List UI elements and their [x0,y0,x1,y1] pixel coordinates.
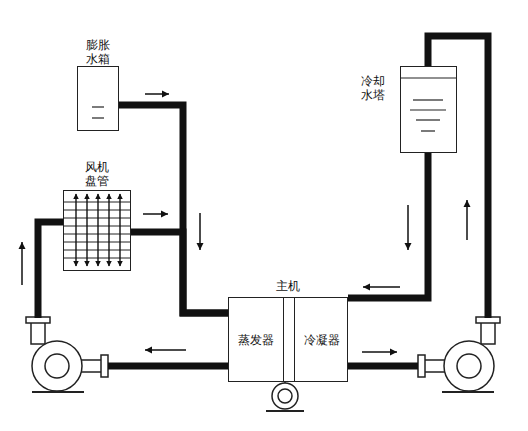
expansion-tank-outline [77,66,119,131]
water-pipe [348,153,428,298]
part-label: 主机 [228,279,348,293]
water-pipe [131,211,228,314]
pipe-line [119,105,228,313]
fan-coil: 风机 盘管 [63,160,131,271]
coil-air-arrows [76,194,120,266]
flow-arrow-head [363,284,370,291]
flow-arrow-head [390,349,397,356]
compressor-symbol [266,382,304,411]
water-pipe [19,222,229,366]
pipe-line [38,222,228,366]
part-label: 膨胀 水箱 [85,38,111,66]
part-label: 蒸发器 [238,333,274,347]
fan-coil-outline [63,190,131,271]
flow-arrow-head [405,243,412,250]
right-pump-symbol [418,317,500,392]
condenser: 冷凝器 [294,297,348,382]
water-pipe [348,36,488,366]
part-label: 冷却 水塔 [360,74,386,102]
tank-water-marks [92,107,104,118]
chiller-unit: 主机蒸发器 冷凝器 [228,277,348,382]
cooling-tower: 冷却 水塔 [358,66,457,153]
pipe-line [131,232,228,313]
tower-water-lines [401,78,456,131]
pipe-line [348,36,488,366]
cooling-tower-outline [400,66,457,153]
left-pump-symbol [26,317,108,392]
flow-arrow-head [19,242,26,249]
flow-arrow-head [145,347,152,354]
flow-arrow-head [161,211,168,218]
part-label: 冷凝器 [304,333,340,347]
flow-arrow-head [197,243,204,250]
flow-arrow-head [464,200,471,207]
evaporator: 蒸发器 [228,297,284,382]
pipe-line [348,153,428,298]
flow-arrow-head [162,91,169,98]
water-pipe [119,91,228,314]
expansion-tank: 膨胀 水箱 [77,38,119,131]
part-label: 风机 盘管 [84,160,110,188]
